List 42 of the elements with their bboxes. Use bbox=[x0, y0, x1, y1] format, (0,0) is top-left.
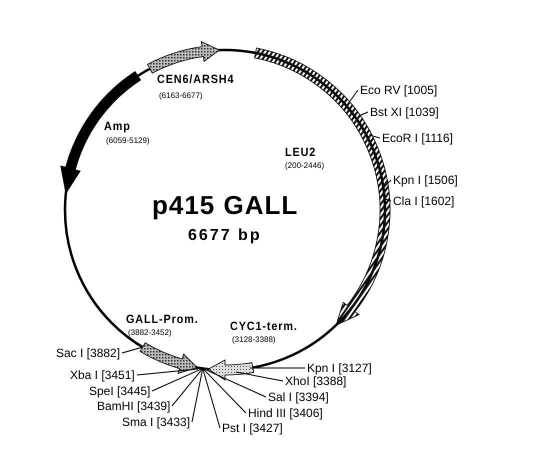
leader-line bbox=[122, 346, 144, 354]
leader-line bbox=[360, 112, 368, 116]
site-label: Pst I [3427] bbox=[222, 422, 283, 434]
size-label: 6677 bp bbox=[188, 228, 262, 244]
range-label: (6059-5129) bbox=[106, 137, 150, 145]
site-label: Kpn I [1506] bbox=[393, 174, 458, 186]
leader-line bbox=[250, 368, 306, 369]
site-label: Sma I [3433] bbox=[122, 416, 190, 428]
leader-line bbox=[384, 198, 392, 202]
leader-line bbox=[236, 372, 284, 382]
site-label: Sac I [3882] bbox=[56, 347, 120, 359]
site-label: Bst XI [1039] bbox=[370, 106, 439, 118]
leader-line bbox=[370, 135, 380, 138]
leader-line bbox=[202, 368, 266, 398]
range-label: (3128-3388) bbox=[232, 336, 276, 344]
site-label: SpeI [3445] bbox=[89, 385, 150, 397]
leader-line bbox=[172, 368, 204, 406]
range-label: (6163-6677) bbox=[159, 92, 203, 100]
leader-line bbox=[202, 368, 220, 428]
site-label: EcoR I [1116] bbox=[382, 132, 453, 144]
feature-label: GALL-Prom. bbox=[126, 313, 199, 325]
site-label: Kpn I [3127] bbox=[307, 362, 372, 374]
leader-line bbox=[152, 368, 204, 392]
site-label: Eco RV [1005] bbox=[360, 84, 438, 96]
site-label: XhoI [3388] bbox=[285, 375, 346, 387]
leader-line bbox=[136, 368, 198, 376]
site-label: Sal I [3394] bbox=[268, 391, 329, 403]
range-label: (200-2446) bbox=[285, 162, 324, 170]
leader-line bbox=[349, 90, 358, 102]
range-label: (3882-3452) bbox=[128, 329, 172, 337]
leader-line bbox=[382, 180, 392, 188]
feature-label: CYC1-term. bbox=[230, 320, 298, 332]
feature-label: CEN6/ARSH4 bbox=[157, 73, 234, 85]
plasmid-name: p415 GALL bbox=[152, 192, 298, 218]
site-label: BamHI [3439] bbox=[97, 400, 170, 412]
site-label: Hind III [3406] bbox=[248, 407, 323, 419]
leader-line bbox=[202, 368, 246, 414]
feature-label: Amp bbox=[104, 120, 131, 132]
leader-line bbox=[192, 368, 204, 422]
site-label: Cla I [1602] bbox=[393, 195, 454, 207]
feature-label: LEU2 bbox=[285, 146, 316, 158]
site-label: Xba I [3451] bbox=[70, 369, 135, 381]
